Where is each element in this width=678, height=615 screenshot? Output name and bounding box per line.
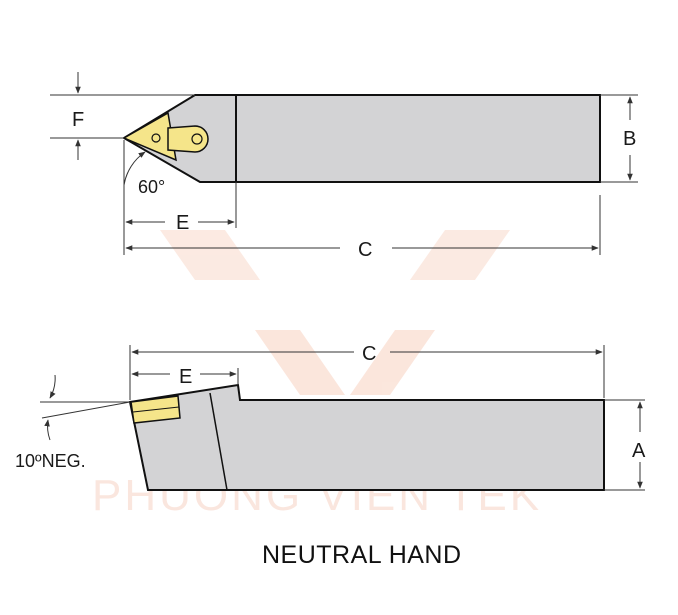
top-dim-e-label: E [176, 212, 189, 234]
clamp [167, 125, 209, 153]
dim-a-label: A [632, 440, 646, 462]
clamp-screw [191, 133, 203, 145]
angle-60-label: 60° [138, 177, 165, 197]
side-dim-e-label: E [179, 366, 192, 388]
side-view: C E A 10ºNEG. [15, 343, 646, 491]
top-dim-c-label: C [358, 239, 372, 261]
top-shank [235, 94, 601, 183]
side-dim-c-label: C [362, 343, 376, 365]
diagram-caption: NEUTRAL HAND [262, 541, 462, 569]
insert-hole [151, 133, 161, 143]
dim-f-label: F [72, 109, 84, 131]
top-view: F B 60° E C [50, 72, 638, 261]
dim-b-label: B [623, 128, 636, 150]
side-body [128, 383, 605, 491]
rake-angle-label: 10ºNEG. [15, 451, 86, 471]
